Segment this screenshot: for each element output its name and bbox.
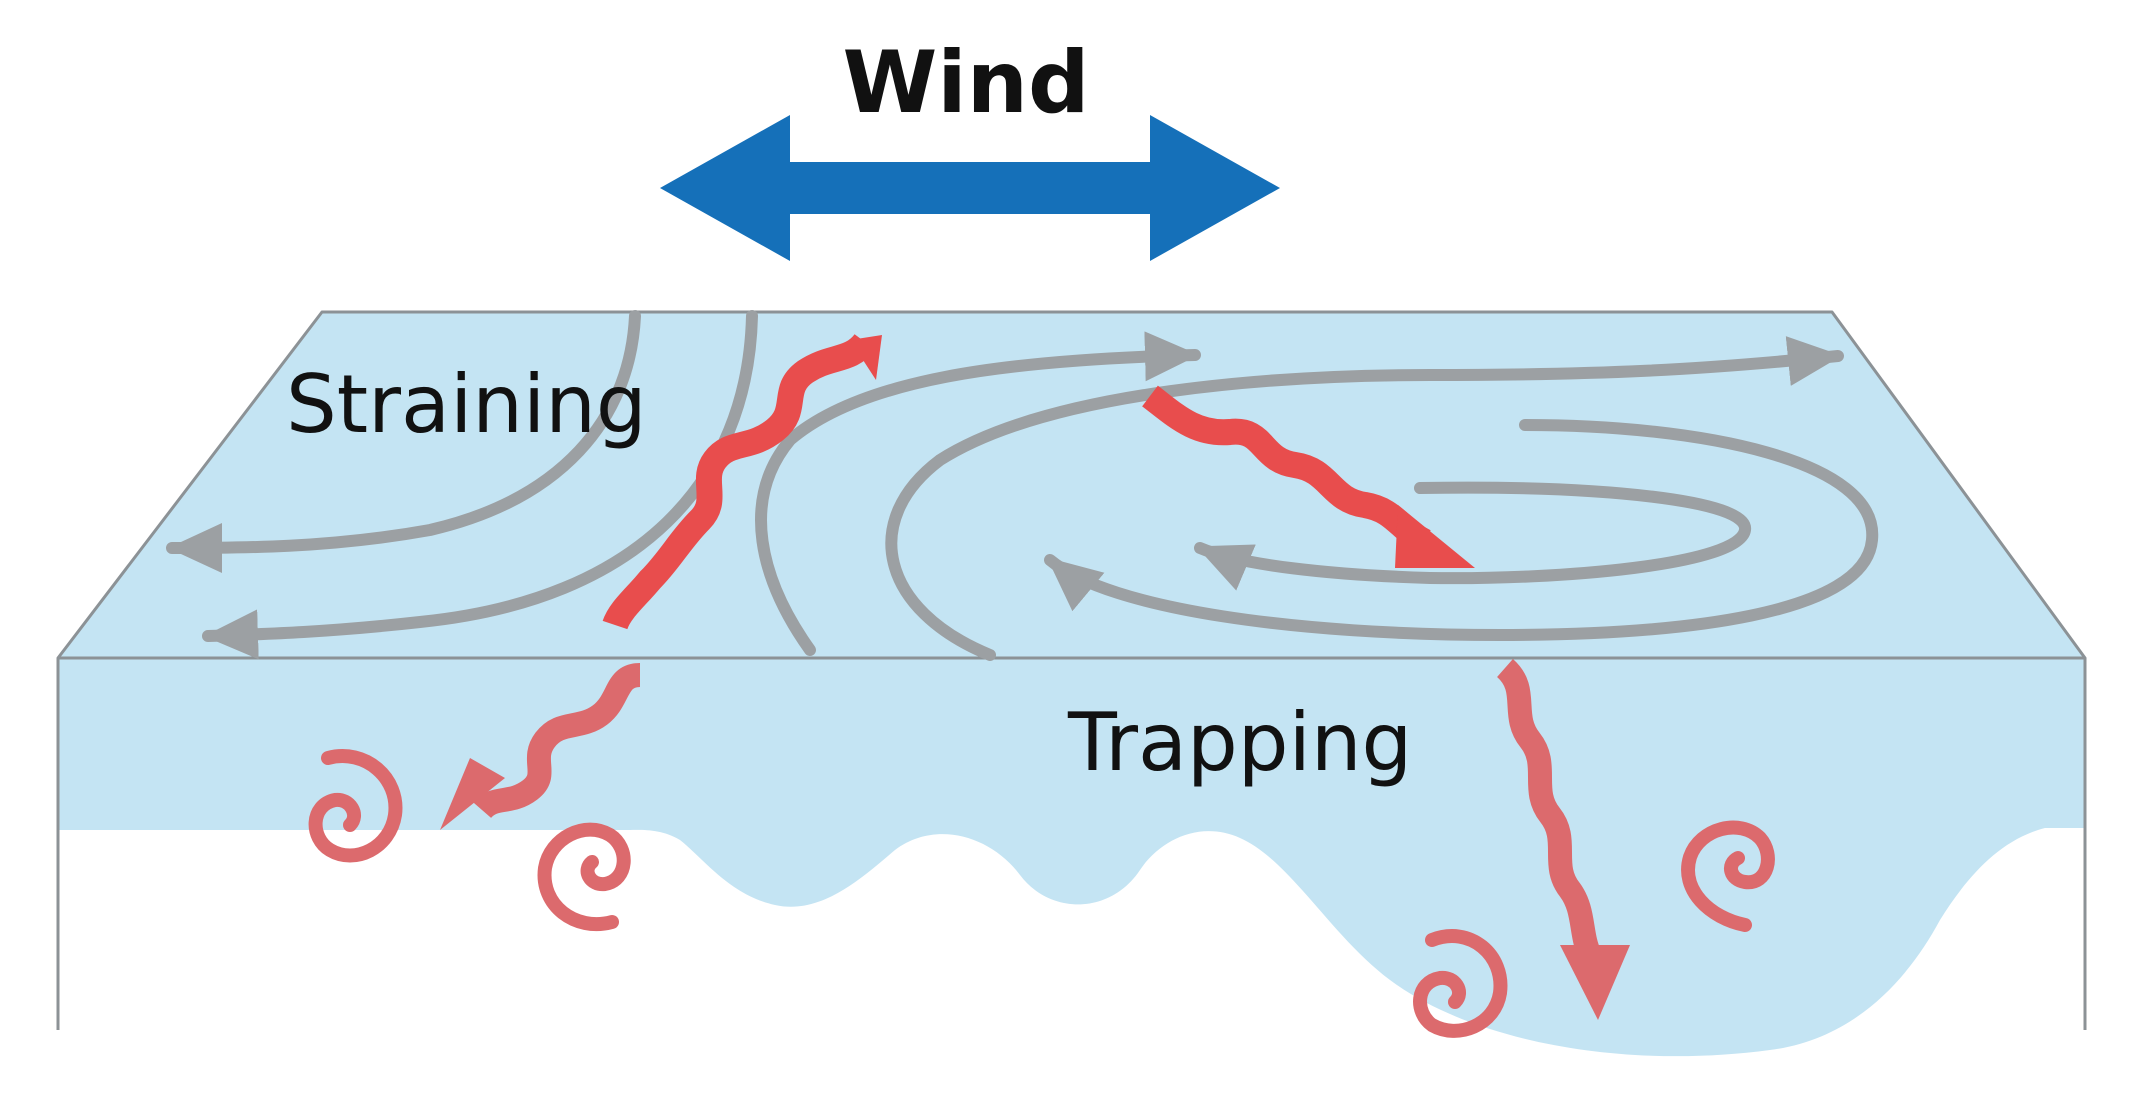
- spiral-icon: [1413, 929, 1508, 1038]
- subsurface-waves: [440, 658, 1630, 1020]
- spiral-icon: [1681, 820, 1775, 932]
- streamline-arrow-icon: [755, 331, 1201, 656]
- streamline-arrow-icon: [166, 310, 641, 573]
- wavy-arrow-icon: [602, 333, 876, 631]
- spiral-icon: [537, 822, 631, 931]
- wavy-arrow-icon: [472, 663, 642, 819]
- streamline-arrow-icon: [202, 310, 758, 660]
- wavy-arrow-head: [1560, 945, 1630, 1020]
- streamlines: [166, 310, 1879, 661]
- wavy-arrow-icon: [1496, 658, 1602, 961]
- spiral-icon: [308, 749, 403, 863]
- wind-label: Wind: [842, 33, 1089, 133]
- double-headed-arrow-icon: [660, 115, 1280, 261]
- surface-waves: [602, 333, 1475, 631]
- wavy-arrow-icon: [1142, 385, 1432, 554]
- streamline-arrow-icon: [1194, 481, 1751, 591]
- eddies: [308, 749, 1775, 1038]
- trapping-label: Trapping: [1067, 696, 1412, 789]
- streamline-arrow-icon: [1044, 419, 1879, 642]
- straining-label: Straining: [286, 358, 647, 451]
- streamline-arrow-icon: [885, 336, 1844, 661]
- wavy-arrow-head: [850, 335, 882, 380]
- wavy-arrow-head: [440, 758, 505, 830]
- wavy-arrow-head: [1395, 505, 1475, 568]
